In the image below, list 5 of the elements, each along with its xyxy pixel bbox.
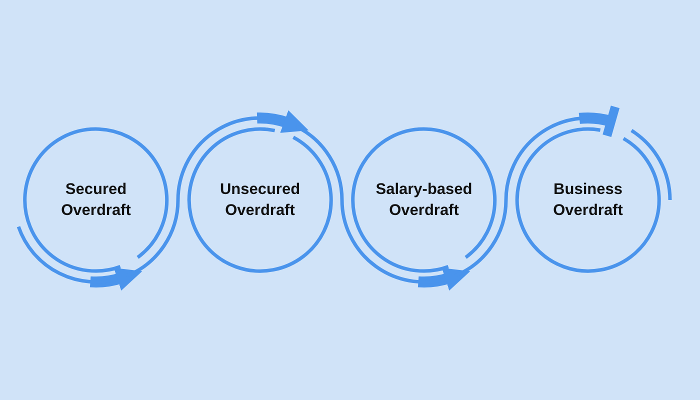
- node-label: Business Overdraft: [552, 180, 624, 221]
- node-label: Unsecured Overdraft: [218, 180, 302, 221]
- curved-arrow: [16, 226, 143, 291]
- node-label: Salary-based Overdraft: [374, 180, 474, 221]
- node-label: Secured Overdraft: [60, 180, 132, 221]
